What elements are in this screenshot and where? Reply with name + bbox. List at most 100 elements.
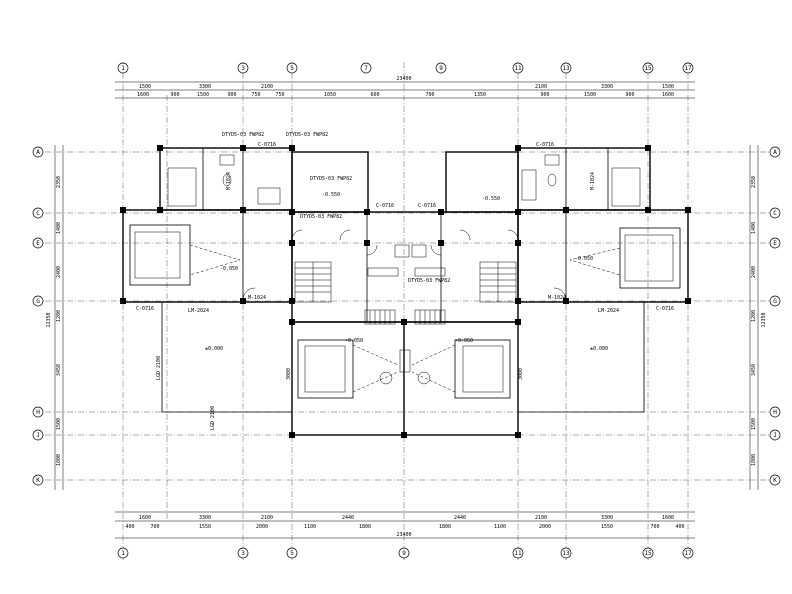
dimension-text: 2440 [342, 515, 354, 521]
dimension-text: 1050 [324, 92, 336, 98]
axis-bubble-label: 1 [121, 65, 125, 72]
equipment-note: DTYD5-03 FWP82 [286, 132, 328, 138]
door-label: M-1024 [248, 295, 266, 301]
axis-bubble-label: 5 [290, 550, 294, 557]
bottom-axis-bubbles: 1 3 5 9 11 13 15 17 [117, 547, 694, 559]
dimension-text: 3450 [751, 364, 757, 376]
axis-bubble-label: G [36, 298, 40, 305]
axis-bubble-label: E [36, 240, 40, 247]
axis-bubble-label: C [773, 210, 777, 217]
equipment-note: DTYD5-03 FWP82 [310, 176, 352, 182]
dimension-text: 3300 [601, 515, 613, 521]
dimension-text: 1500 [584, 92, 596, 98]
axis-bubble-label: J [773, 432, 777, 439]
dimension-text: 1800 [751, 454, 757, 466]
window-label: C-0716 [136, 306, 154, 312]
structural-columns [120, 145, 691, 438]
bottom-dimension-chain: 23400 1600 3300 2100 2440 2440 2100 3300… [115, 511, 695, 539]
tag-label: LGD 2100 [210, 406, 216, 430]
dimension-text: 3300 [199, 84, 211, 90]
axis-bubble-label: 17 [684, 65, 692, 72]
axis-bubble-label: 9 [439, 65, 443, 72]
dimension-text: 2400 [751, 266, 757, 278]
dimension-text: 900 [170, 92, 179, 98]
window-label: C-0716 [656, 306, 674, 312]
window-label: C-0716 [376, 203, 394, 209]
dimension-text: 750 [275, 92, 284, 98]
dimension-text: 2000 [539, 524, 551, 530]
elevation-label: -0.550 [322, 192, 340, 198]
axis-bubble-label: 13 [562, 550, 570, 557]
dimension-text: 2350 [751, 176, 757, 188]
dimension-text: 1400 [56, 222, 62, 234]
right-dimension-chain: 2350 1400 2400 1200 3450 1500 1800 12350 [749, 145, 767, 490]
bed-center-left [297, 339, 399, 399]
dimension-text: 2100 [261, 515, 273, 521]
overall-dimension: 12350 [46, 312, 52, 327]
elevation-label: -0.050 [575, 256, 593, 262]
dimension-text: 400 [675, 524, 684, 530]
axis-bubble-label: 7 [364, 65, 368, 72]
window-label: C-0716 [536, 142, 554, 148]
dimension-text: 750 [251, 92, 260, 98]
overall-dimension: 12350 [761, 312, 767, 327]
elevation-label: ±0.000 [590, 346, 608, 352]
bathroom-fixtures [167, 154, 641, 277]
dimension-text: 3300 [199, 515, 211, 521]
door-label: M-1024 [226, 172, 232, 190]
axis-bubble-label: 3 [241, 65, 245, 72]
axis-bubble-label: 15 [644, 550, 652, 557]
axis-bubble-label: A [773, 149, 777, 156]
dimension-text: 2440 [454, 515, 466, 521]
tag-label: 3000 [518, 368, 524, 380]
dimension-text: 700 [150, 524, 159, 530]
equipment-note: DTYD5-03 FWP82 [408, 278, 450, 284]
axis-bubble-label: K [36, 477, 40, 484]
dimension-text: 900 [540, 92, 549, 98]
door-label: LM-2024 [598, 308, 619, 314]
window-label: C-0716 [418, 203, 436, 209]
dimension-text: 1350 [474, 92, 486, 98]
left-axis-bubbles: A C E G H J K [32, 146, 44, 486]
equipment-note: DTYD5-03 FWP82 [222, 132, 264, 138]
axis-bubble-label: K [773, 477, 777, 484]
axis-bubble-label: J [36, 432, 40, 439]
dimension-text: 1400 [751, 222, 757, 234]
bed-right [569, 227, 681, 289]
axis-bubble-label: 11 [514, 65, 522, 72]
dimension-text: 700 [425, 92, 434, 98]
door-label: LM-2024 [188, 308, 209, 314]
dimension-text: 1600 [139, 515, 151, 521]
right-axis-bubbles: A C E G H J K [769, 146, 781, 486]
equipment-note: DTYD5-03 FWP82 [300, 214, 342, 220]
stairs-right [479, 261, 517, 303]
axis-bubble-label: 13 [562, 65, 570, 72]
dimension-text: 1800 [359, 524, 371, 530]
dimension-text: 2400 [56, 266, 62, 278]
dimension-text: 3300 [601, 84, 613, 90]
elevation-label: -0.050 [220, 266, 238, 272]
axis-bubble-label: 11 [514, 550, 522, 557]
dimension-text: 1100 [304, 524, 316, 530]
axis-bubble-label: 3 [241, 550, 245, 557]
dimension-text: 1500 [662, 84, 674, 90]
stairs-center [364, 309, 446, 325]
axis-bubble-label: 5 [290, 65, 294, 72]
dimension-text: 1550 [199, 524, 211, 530]
elevation-label: ±0.000 [205, 346, 223, 352]
window-label: C-0716 [258, 142, 276, 148]
dimension-text: 2100 [535, 84, 547, 90]
tag-label: 3000 [286, 368, 292, 380]
dimension-text: 2000 [256, 524, 268, 530]
dimension-text: 1600 [662, 92, 674, 98]
dimension-text: 1200 [56, 310, 62, 322]
stairs-left [294, 261, 332, 303]
axis-bubble-label: E [773, 240, 777, 247]
dimension-text: 900 [227, 92, 236, 98]
axis-bubble-label: 9 [402, 550, 406, 557]
elevation-label: -0.050 [345, 338, 363, 344]
annotations: C-0716 C-0716 C-0716 C-0716 C-0716 C-071… [136, 132, 674, 430]
axis-bubble-label: H [773, 409, 777, 416]
elevation-label: -0.050 [455, 338, 473, 344]
door-label: M-1024 [590, 172, 596, 190]
